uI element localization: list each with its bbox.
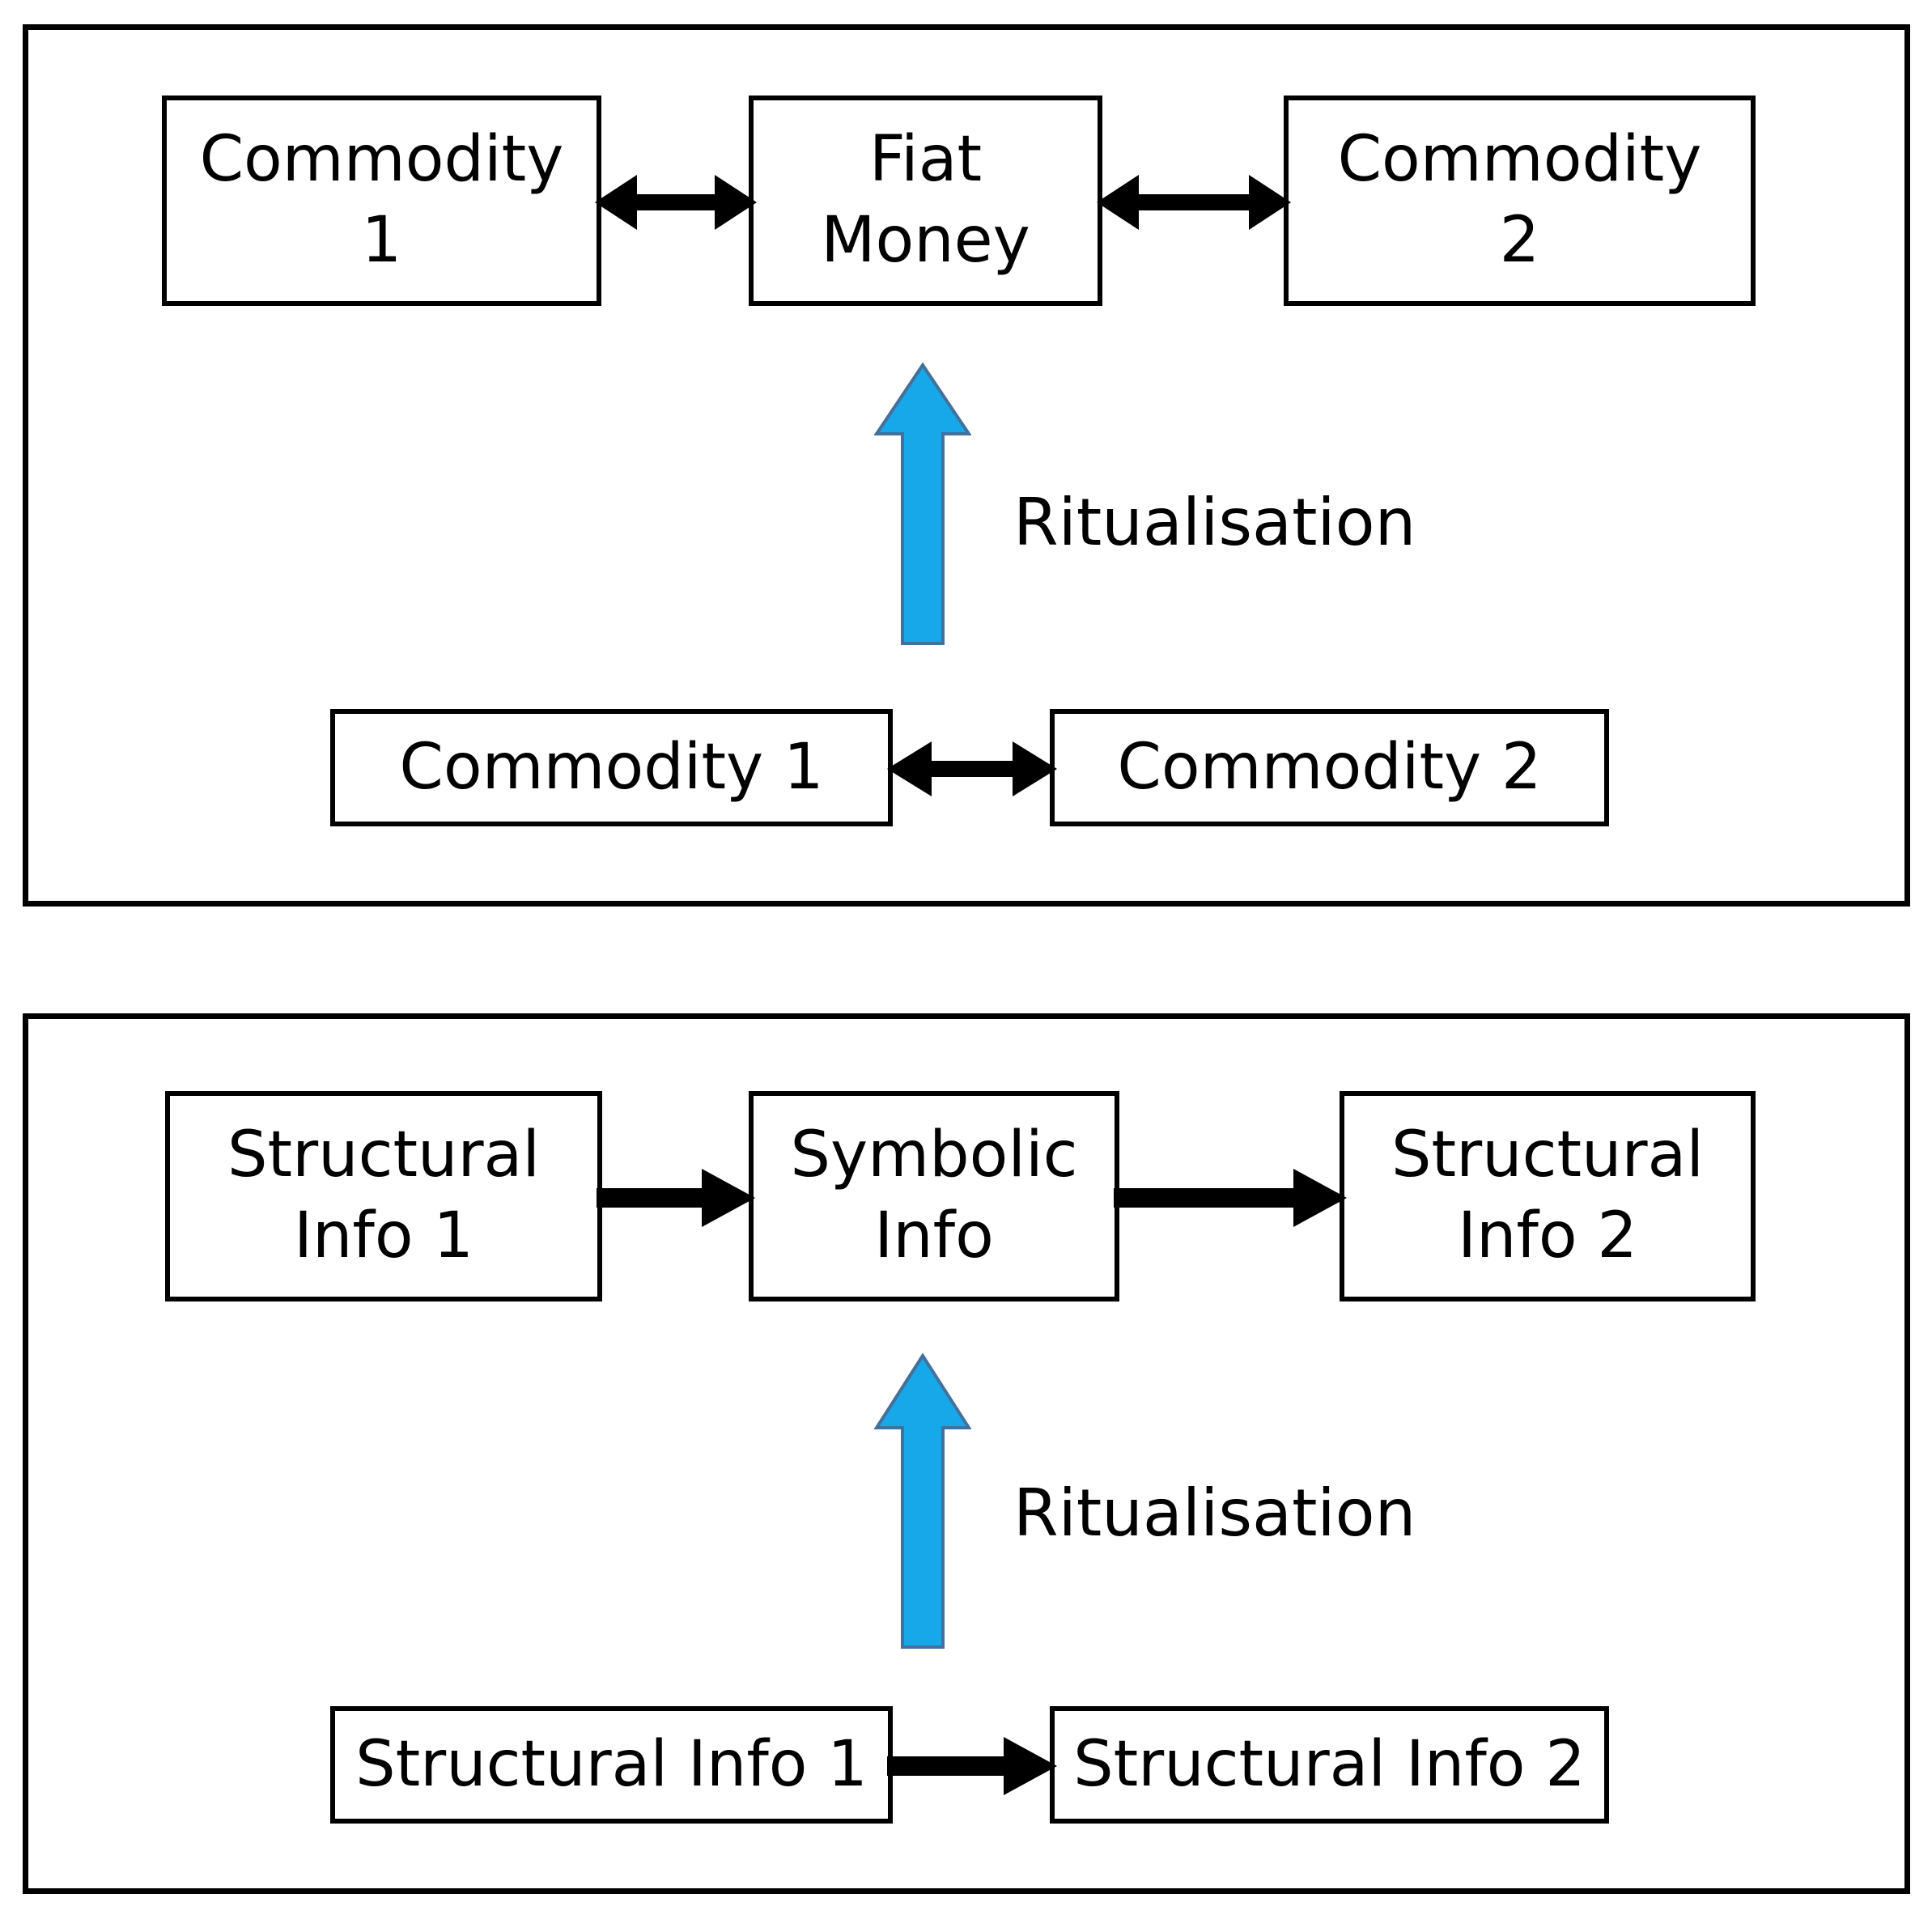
node-commodity-2-top: Commodity 2 — [1284, 96, 1756, 306]
node-commodity-1-top: Commodity 1 — [162, 96, 601, 306]
connector-structural-1-to-symbolic-arrow-icon — [597, 1157, 755, 1238]
node-structural-info-2-top: Structural Info 2 — [1340, 1091, 1756, 1301]
ritualisation-arrow-up-icon — [873, 1352, 972, 1650]
node-fiat-money: Fiat Money — [749, 96, 1102, 306]
ritualisation-arrow-up-icon — [873, 362, 972, 646]
connector-symbolic-to-structural-2-arrow-icon — [1114, 1157, 1347, 1238]
node-commodity-2-bottom: Commodity 2 — [1050, 709, 1609, 826]
node-structural-info-2-bottom: Structural Info 2 — [1050, 1706, 1609, 1824]
node-symbolic-info: Symbolic Info — [749, 1091, 1119, 1301]
node-structural-info-1-top: Structural Info 1 — [165, 1091, 602, 1301]
connector-structural-1-to-structural-2-arrow-icon — [887, 1726, 1057, 1807]
connector-commodity-1-to-fiat-double-arrow-icon — [595, 162, 757, 243]
node-commodity-1-bottom: Commodity 1 — [330, 709, 893, 826]
ritualisation-label-top: Ritualisation — [1013, 485, 1416, 560]
node-structural-info-1-bottom: Structural Info 1 — [330, 1706, 893, 1824]
ritualisation-label-bottom: Ritualisation — [1013, 1476, 1416, 1551]
connector-commodity-1-to-commodity-2-double-arrow-icon — [887, 728, 1057, 809]
connector-fiat-to-commodity-2-double-arrow-icon — [1097, 162, 1291, 243]
